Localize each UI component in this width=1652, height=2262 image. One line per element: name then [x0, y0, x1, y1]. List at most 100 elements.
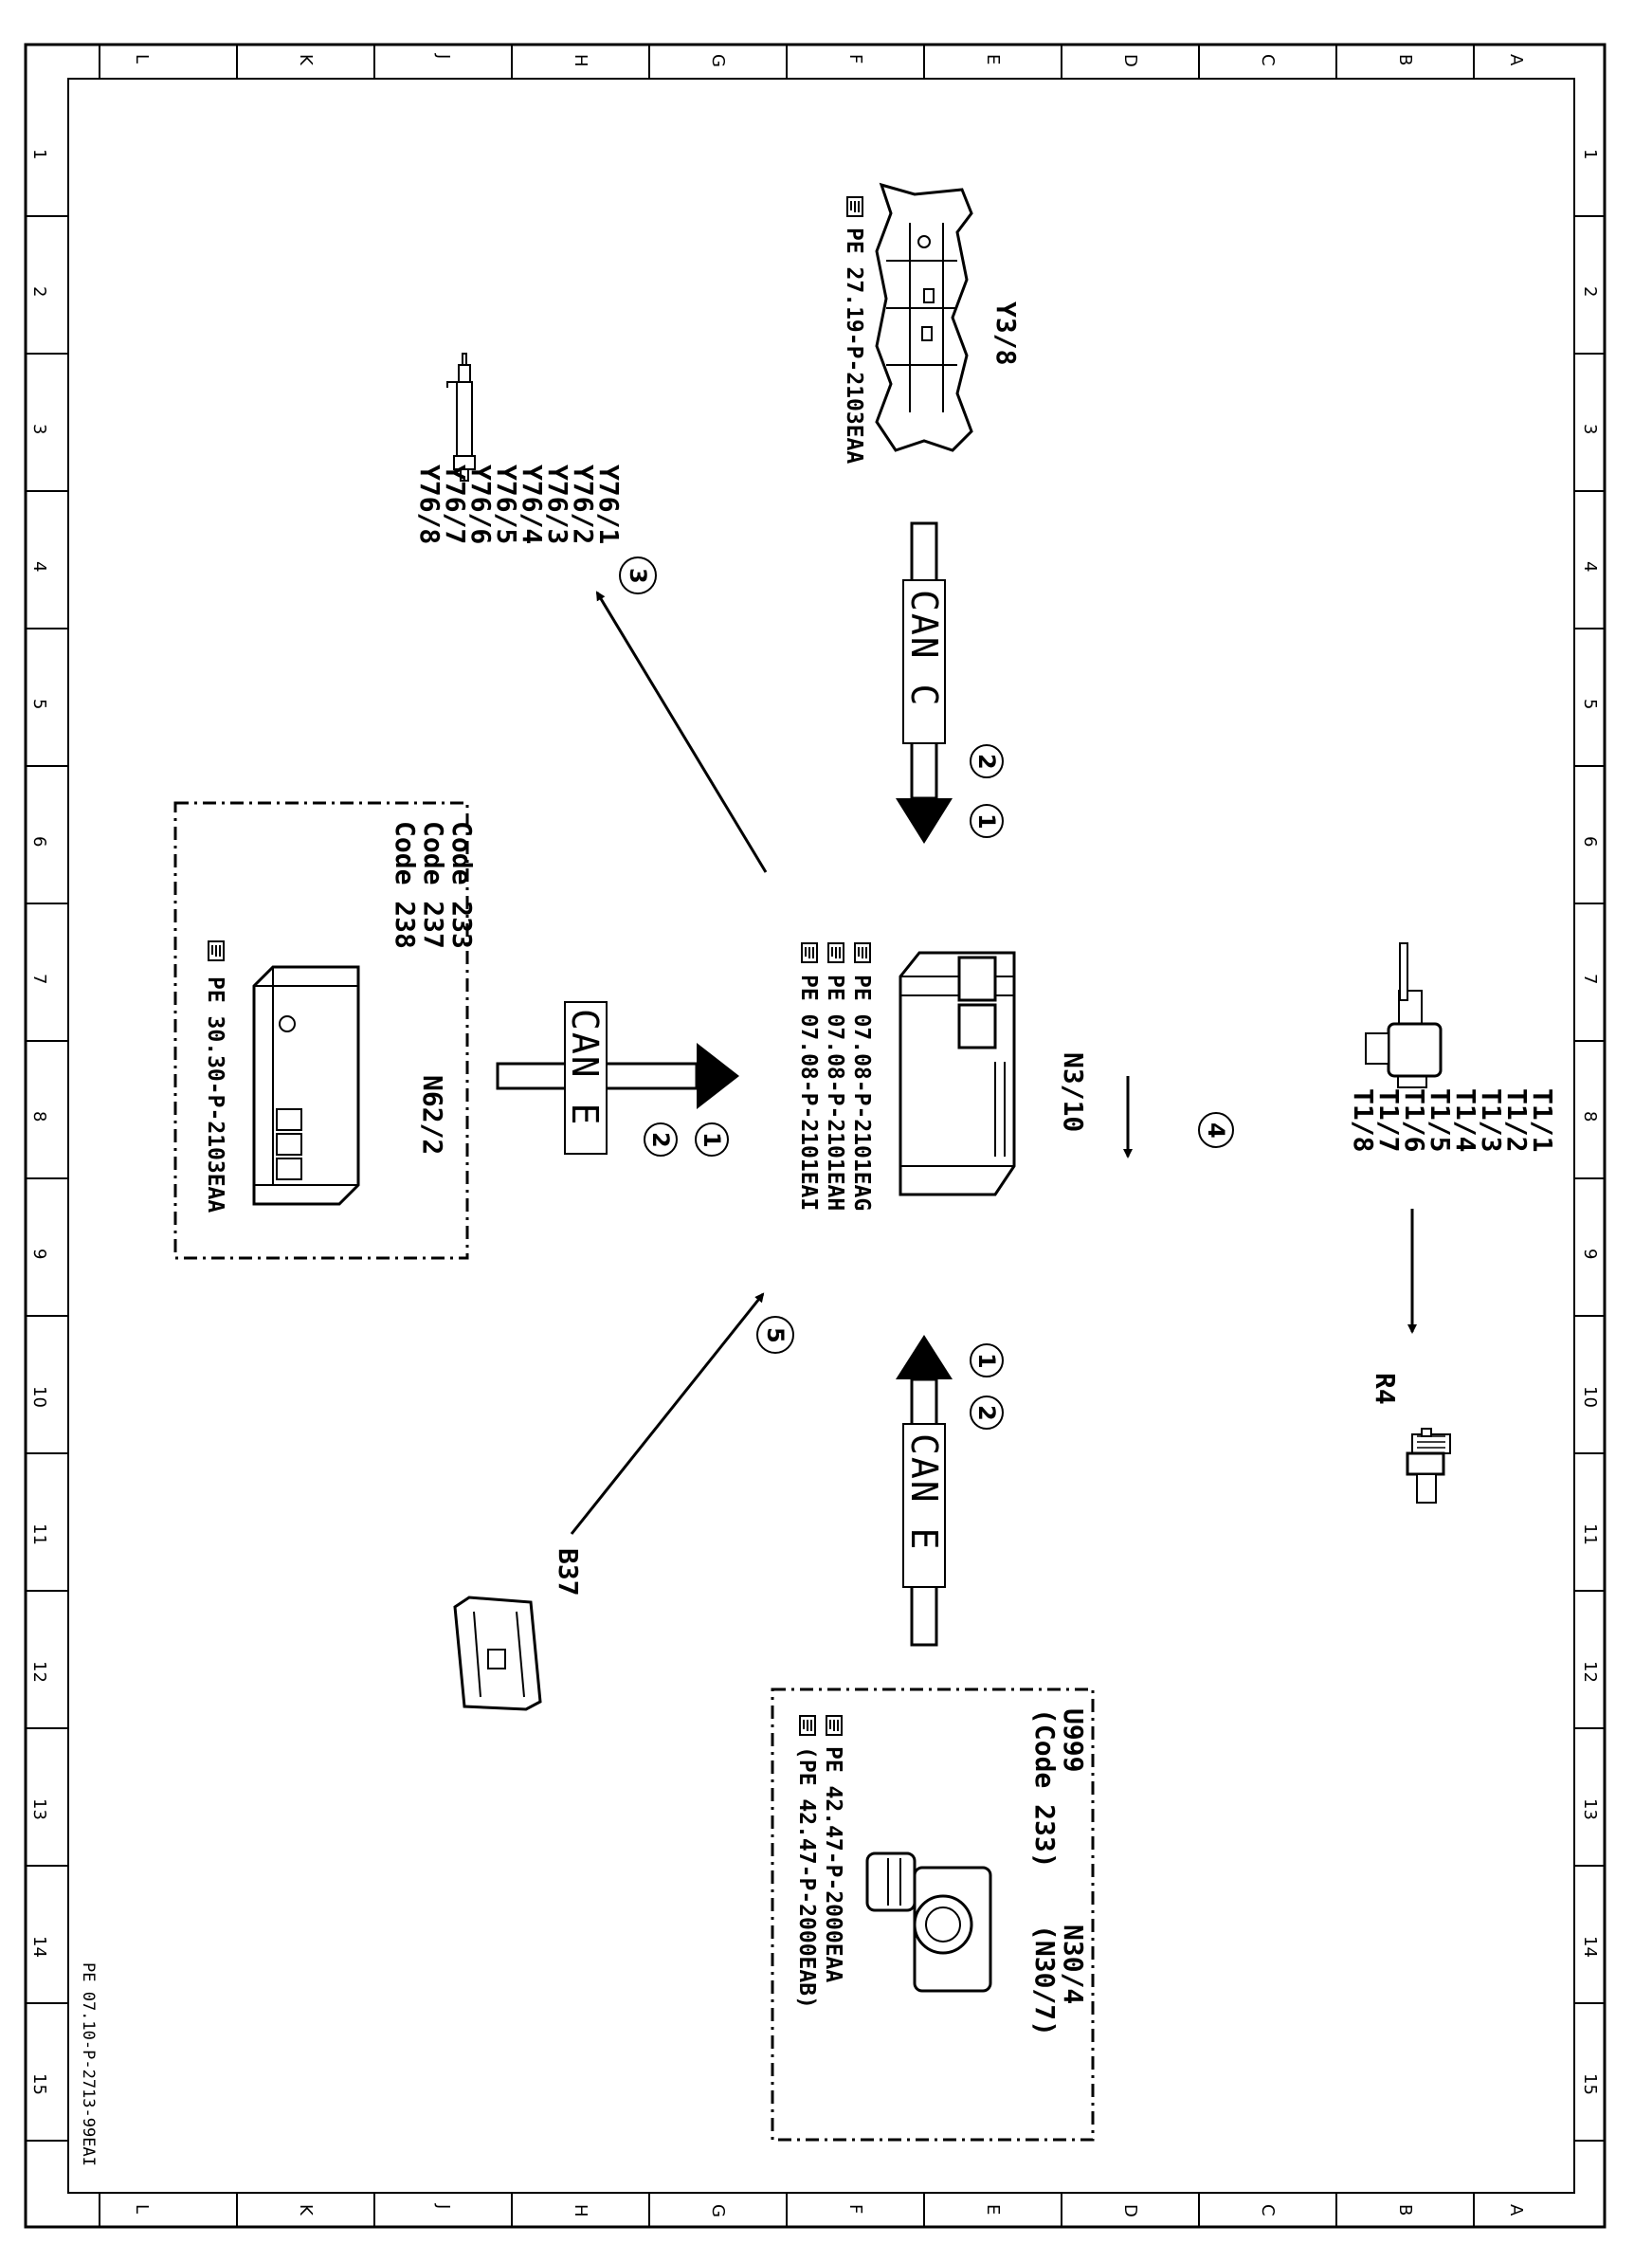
- n62-2-component: Code 233 Code 237 Code 238 N62/2 PE 30.3…: [173, 801, 478, 1260]
- document-id: PE 07.10-P-2713-99EAI: [79, 1962, 98, 2166]
- can-c-arrowhead-icon: [896, 798, 953, 844]
- reference-hand-icon: [801, 942, 818, 963]
- grid-number-15: 15: [1580, 2073, 1600, 2095]
- y3-8-valve-body-icon: [875, 182, 973, 452]
- t1-label-1: T1/1: [1527, 1088, 1558, 1152]
- arrow-y76-step: 3: [625, 568, 651, 584]
- grid-number-12: 12: [29, 1661, 49, 1683]
- n3-10-ecu-icon: [899, 951, 1016, 1196]
- t1-label-2: T1/2: [1501, 1088, 1533, 1152]
- t1-ignition-coil-icon: [1365, 942, 1443, 1088]
- grid-number-15: 15: [29, 2073, 49, 2095]
- grid-letter-K: K: [296, 54, 316, 66]
- grid-letter-L: L: [132, 54, 152, 64]
- reference-hand-icon: [846, 196, 863, 217]
- n62-2-code-1: Code 233: [446, 821, 478, 949]
- grid-number-12: 12: [1580, 1661, 1600, 1683]
- reference-hand-icon: [208, 940, 225, 961]
- n30-4-label: N30/4: [1058, 1925, 1089, 2004]
- n3-10-component: N3/10 PE 07.08-P-2101EAG PE 07.08-P-2101…: [796, 942, 1089, 1211]
- u999-esp-unit-icon: [865, 1852, 992, 1993]
- can-e-left-arrowhead-icon: [697, 1043, 739, 1109]
- grid-number-7: 7: [1580, 974, 1600, 984]
- y76-injector-icon: [446, 353, 476, 482]
- grid-letter-J: J: [433, 2203, 453, 2209]
- arrow-from-b37: 5: [570, 1292, 794, 1535]
- grid-number-3: 3: [29, 424, 49, 434]
- grid-number-9: 9: [29, 1249, 49, 1259]
- step-marker-1: [695, 1122, 729, 1157]
- grid-letter-C: C: [1258, 54, 1278, 66]
- grid-number-10: 10: [1580, 1386, 1600, 1408]
- grid-number-9: 9: [1580, 1249, 1600, 1259]
- grid-number-11: 11: [29, 1523, 49, 1545]
- step-marker-5: [756, 1316, 794, 1354]
- grid-letter-A: A: [1506, 2204, 1526, 2216]
- grid-letter-J: J: [433, 53, 453, 59]
- grid-letter-G: G: [708, 2204, 728, 2217]
- y3-8-ref: PE 27.19-P-2103EAA: [842, 228, 866, 464]
- y3-8-label: Y3/8: [990, 301, 1022, 365]
- step-marker-4: [1198, 1112, 1234, 1148]
- step-marker-3: [619, 556, 657, 594]
- step-marker-2: [970, 1396, 1004, 1430]
- can-c-label: CAN C: [903, 590, 945, 707]
- grid-number-8: 8: [29, 1111, 49, 1122]
- grid-number-11: 11: [1580, 1523, 1600, 1545]
- can-e-right-connection: CAN E 1 2: [896, 1335, 1004, 1647]
- y76-label-6: Y76/6: [465, 465, 497, 544]
- grid-number-4: 4: [29, 561, 49, 572]
- grid-number-7: 7: [29, 974, 49, 984]
- y3-8-component: Y3/8 PE 27.19-P-2103EAA: [842, 182, 1022, 464]
- t1-label-7: T1/7: [1373, 1088, 1405, 1152]
- reference-hand-icon: [799, 1715, 816, 1736]
- can-e-left-step-b: 2: [647, 1132, 674, 1148]
- grid-letter-G: G: [708, 54, 728, 67]
- grid-letter-D: D: [1120, 54, 1140, 67]
- grid-letter-E: E: [983, 2204, 1003, 2215]
- grid-letter-B: B: [1395, 2204, 1415, 2216]
- y76-label-3: Y76/3: [542, 465, 573, 544]
- t1-label-4: T1/4: [1450, 1088, 1481, 1152]
- y76-label-7: Y76/7: [440, 465, 471, 544]
- t1-label-8: T1/8: [1348, 1088, 1379, 1152]
- can-e-right-arrowhead-icon: [896, 1335, 953, 1379]
- grid-letter-B: B: [1395, 54, 1415, 65]
- b37-component: B37: [453, 1548, 584, 1711]
- grid-letter-H: H: [571, 2204, 590, 2217]
- grid-letter-E: E: [983, 54, 1003, 64]
- grid-letter-L: L: [132, 2204, 152, 2214]
- grid-number-13: 13: [29, 1798, 49, 1820]
- n62-2-label: N62/2: [417, 1075, 448, 1155]
- n3-10-ref-2: PE 07.08-P-2101EAH: [823, 975, 847, 1211]
- grid-number-1: 1: [29, 149, 49, 159]
- grid-number-8: 8: [1580, 1111, 1600, 1122]
- can-e-left-label: CAN E: [564, 1009, 606, 1126]
- outer-frame: [24, 43, 1607, 2229]
- n30-7-label: (N30/7): [1029, 1925, 1061, 2036]
- grid-number-14: 14: [1580, 1936, 1600, 1958]
- t1-component: T1/1T1/2T1/3T1/4T1/5T1/6T1/7T1/8: [1348, 942, 1558, 1152]
- n62-2-option-box: [173, 801, 469, 1260]
- y76-label-1: Y76/1: [593, 465, 625, 544]
- y76-label-8: Y76/8: [414, 465, 445, 544]
- can-e-right-step-b: 2: [973, 1405, 1000, 1421]
- grid-letter-F: F: [845, 54, 865, 64]
- grid-number-2: 2: [29, 286, 49, 297]
- t1-label-3: T1/3: [1476, 1088, 1507, 1152]
- b37-label: B37: [553, 1548, 584, 1596]
- grid-letter-H: H: [571, 54, 590, 67]
- grid-number-3: 3: [1580, 424, 1600, 434]
- step-marker-1: [970, 804, 1004, 838]
- n3-10-label: N3/10: [1058, 1052, 1089, 1132]
- reference-hand-icon: [854, 942, 871, 963]
- n62-2-module-icon: [252, 965, 360, 1206]
- y76-label-5: Y76/5: [491, 465, 522, 544]
- can-e-left-connection: CAN E 1 2: [496, 1001, 739, 1157]
- can-c-connection: CAN C 2 1: [896, 521, 1004, 844]
- r4-sensor-icon: [1406, 1428, 1451, 1504]
- b37-pedal-sensor-icon: [453, 1596, 542, 1711]
- step-marker-2: [970, 744, 1004, 778]
